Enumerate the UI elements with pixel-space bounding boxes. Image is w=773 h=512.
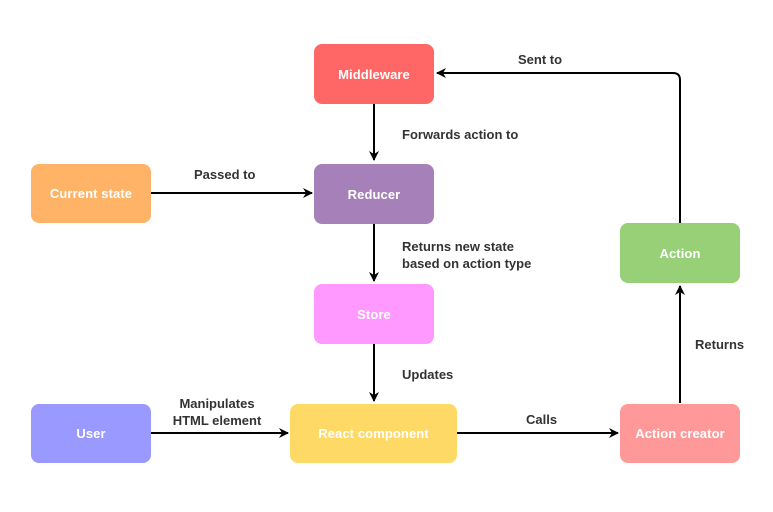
label-manipulates-line1: Manipulates — [179, 396, 255, 411]
label-updates: Updates — [402, 367, 454, 382]
label-manipulates-html-element: Manipulates HTML element — [165, 395, 269, 429]
node-action: Action — [620, 223, 740, 283]
node-react-component: React component — [290, 404, 457, 463]
label-returns-new-state: Returns new state based on action type — [402, 238, 531, 272]
label-forwards-action-to: Forwards action to — [402, 127, 519, 142]
label-returns: Returns — [695, 337, 745, 352]
label-returns-new-state-line1: Returns new state — [402, 239, 514, 254]
label-manipulates-line2: HTML element — [172, 413, 262, 428]
node-reducer: Reducer — [314, 164, 434, 224]
node-current-state: Current state — [31, 164, 151, 223]
label-passed-to: Passed to — [194, 167, 256, 182]
label-sent-to: Sent to — [518, 52, 563, 67]
edge-action-to-middleware — [436, 68, 681, 223]
node-action-creator: Action creator — [620, 404, 740, 463]
label-calls: Calls — [526, 412, 558, 427]
node-store: Store — [314, 284, 434, 344]
node-middleware: Middleware — [314, 44, 434, 104]
label-returns-new-state-line2: based on action type — [402, 256, 532, 271]
node-user: User — [31, 404, 151, 463]
